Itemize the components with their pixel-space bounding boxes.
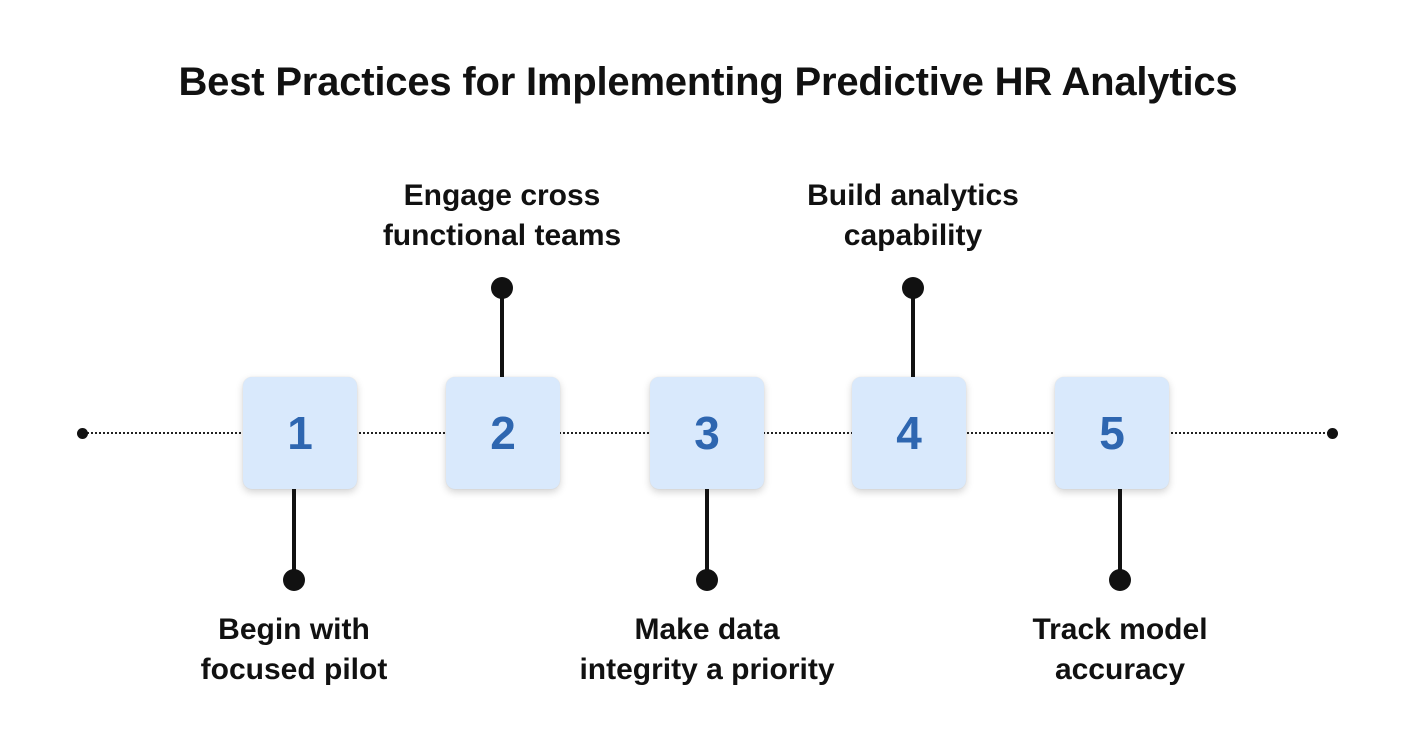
step-box-4: 4 (852, 377, 966, 489)
step-number-5: 5 (1099, 407, 1125, 459)
connector-pin-4 (902, 277, 924, 299)
step-number-1: 1 (287, 407, 313, 459)
step-label-2-line-1: Engage cross (403, 179, 601, 212)
step-label-3: Make data integrity a priority (547, 610, 867, 690)
connector-pin-1 (283, 569, 305, 591)
step-label-1: Begin with focused pilot (134, 610, 454, 690)
step-label-1-line-2: focused pilot (200, 653, 388, 686)
connector-pin-2 (491, 277, 513, 299)
step-label-2: Engage cross functional teams (342, 176, 662, 256)
step-box-2: 2 (446, 377, 560, 489)
step-label-5-line-2: accuracy (1054, 653, 1186, 686)
step-label-4-line-2: capability (843, 219, 983, 252)
step-number-2: 2 (490, 407, 516, 459)
step-label-5-line-1: Track model (1032, 613, 1208, 646)
step-box-3: 3 (650, 377, 764, 489)
timeline-end-dot (1327, 428, 1338, 439)
diagram-title: Best Practices for Implementing Predicti… (178, 60, 1238, 104)
connector-pin-5 (1109, 569, 1131, 591)
step-label-3-line-1: Make data (634, 613, 780, 646)
connector-stem-1 (292, 489, 296, 575)
connector-stem-2 (500, 292, 504, 377)
step-number-4: 4 (896, 407, 922, 459)
step-box-5: 5 (1055, 377, 1169, 489)
connector-stem-4 (911, 292, 915, 377)
step-label-5: Track model accuracy (960, 610, 1280, 690)
step-label-2-line-2: functional teams (382, 219, 622, 252)
connector-pin-3 (696, 569, 718, 591)
connector-stem-5 (1118, 489, 1122, 575)
step-label-4: Build analytics capability (753, 176, 1073, 256)
connector-stem-3 (705, 489, 709, 575)
timeline-start-dot (77, 428, 88, 439)
step-label-1-line-1: Begin with (218, 613, 370, 646)
step-box-1: 1 (243, 377, 357, 489)
step-number-3: 3 (694, 407, 720, 459)
step-label-3-line-2: integrity a priority (579, 653, 835, 686)
step-label-4-line-1: Build analytics (807, 179, 1019, 212)
